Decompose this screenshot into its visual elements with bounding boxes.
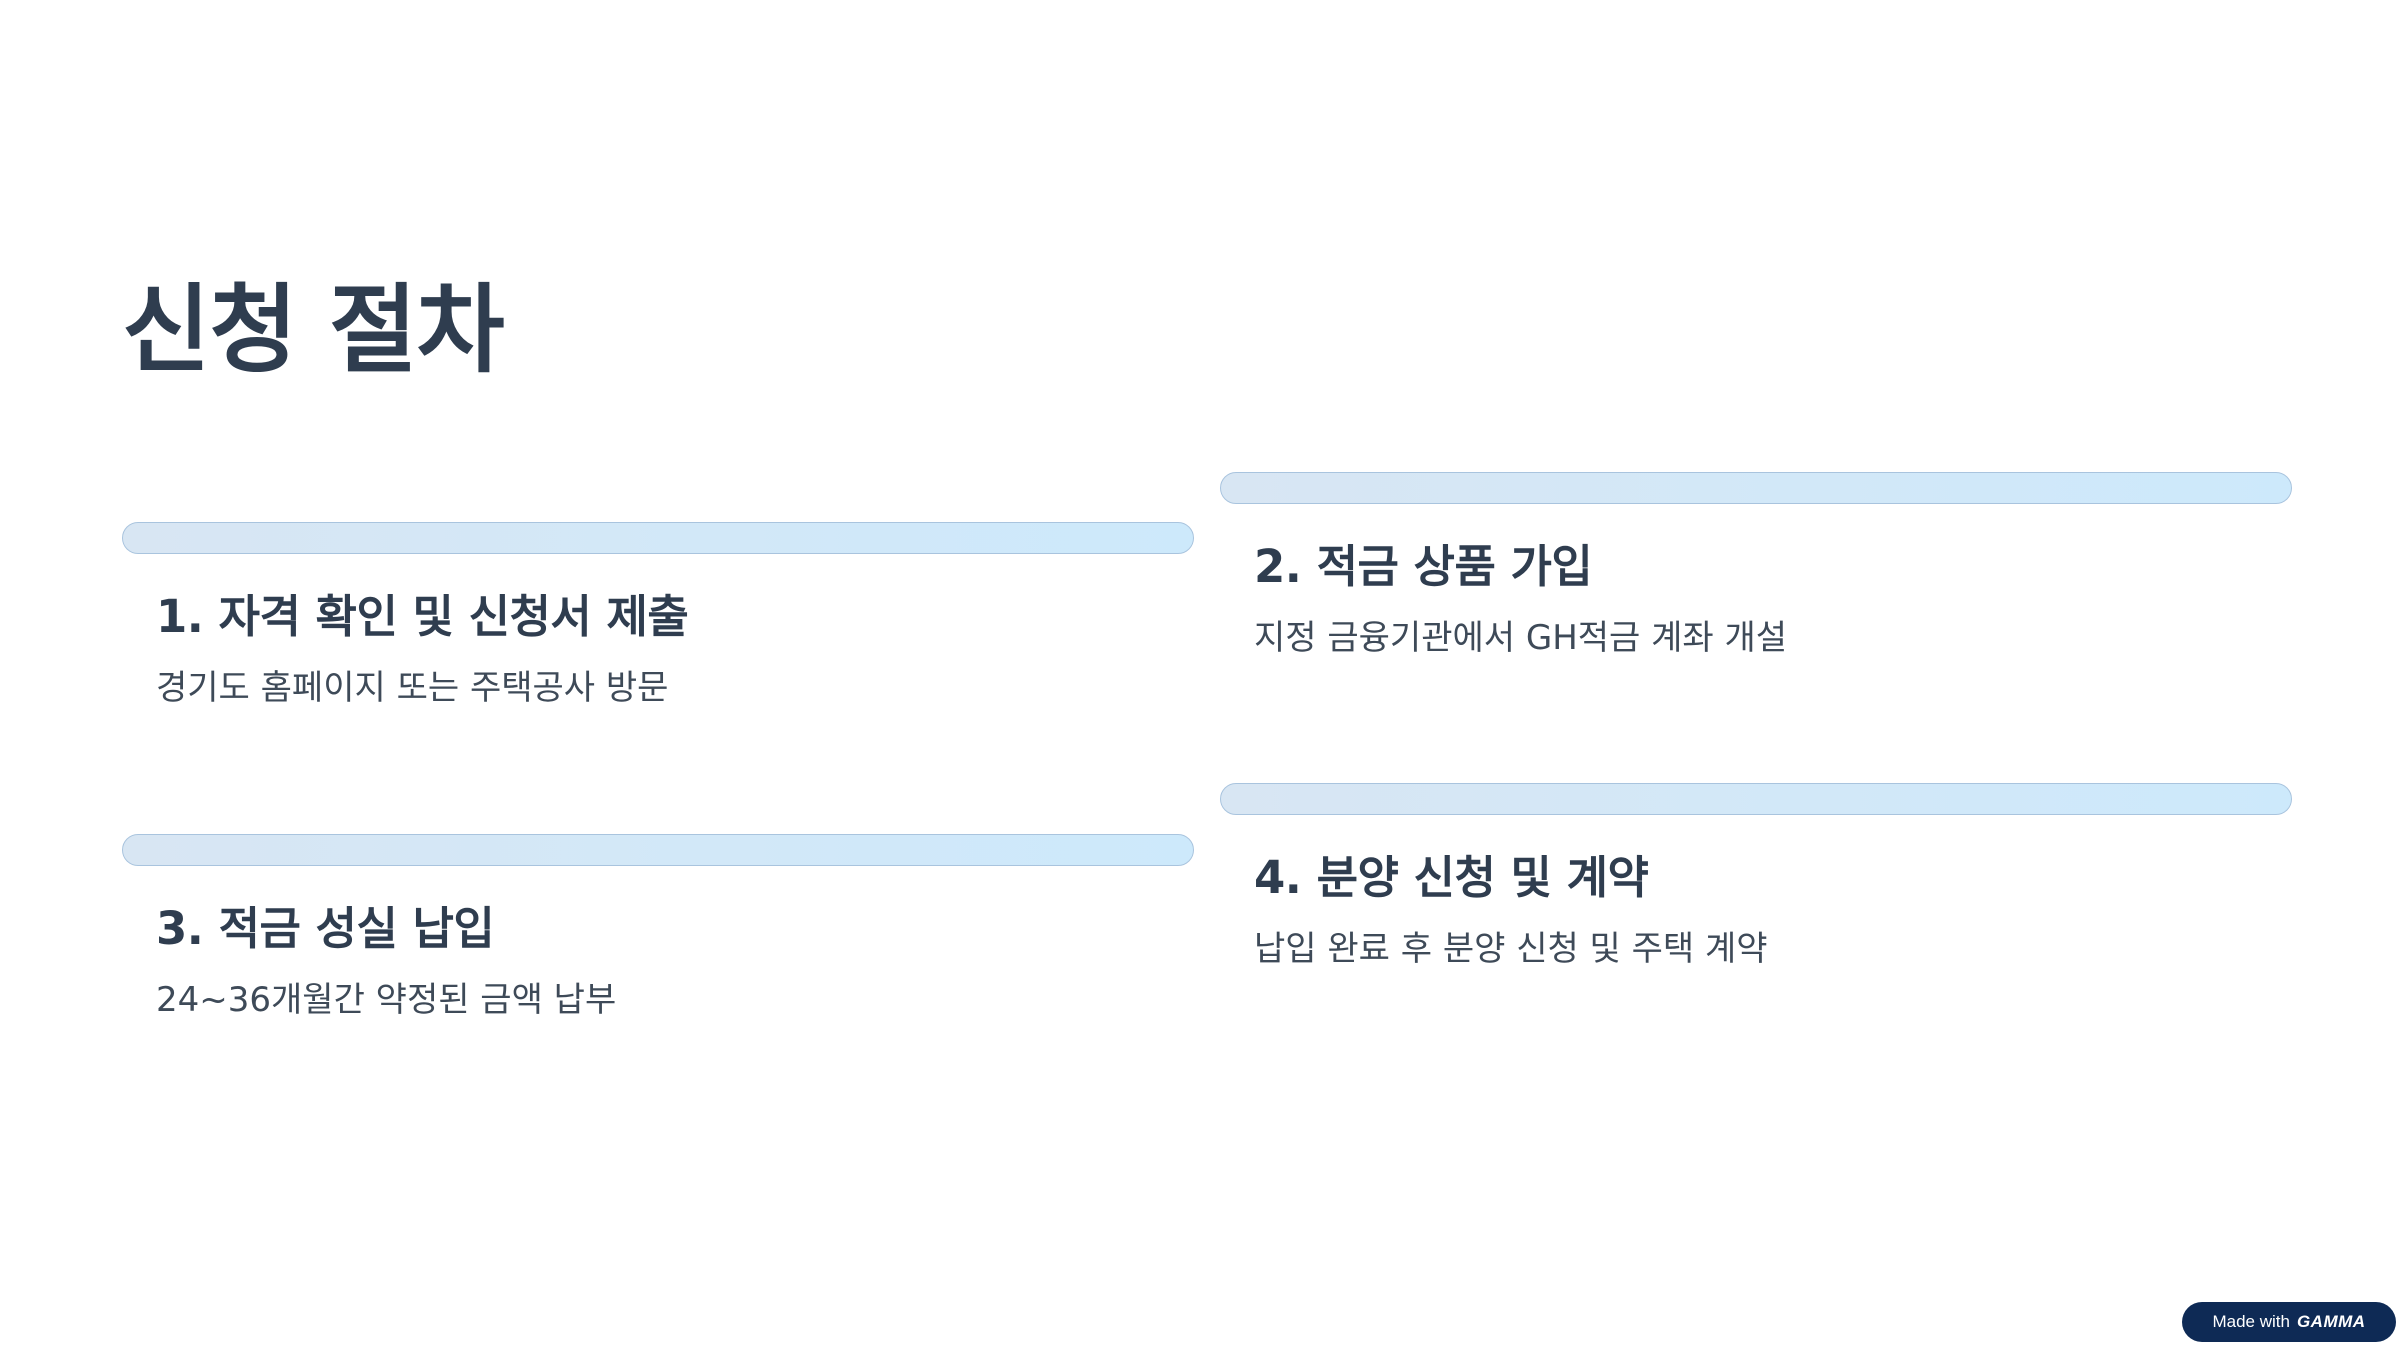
made-with-gamma-badge[interactable]: Made with GAMMA bbox=[2182, 1302, 2396, 1342]
step-card-4: 4. 분양 신청 및 계약 납입 완료 후 분양 신청 및 주택 계약 bbox=[1220, 783, 2292, 1033]
step-card-1: 1. 자격 확인 및 신청서 제출 경기도 홈페이지 또는 주택공사 방문 bbox=[122, 522, 1194, 772]
step-description: 경기도 홈페이지 또는 주택공사 방문 bbox=[156, 668, 669, 708]
step-description: 지정 금융기관에서 GH적금 계좌 개설 bbox=[1254, 618, 1788, 658]
step-card-3: 3. 적금 성실 납입 24~36개월간 약정된 금액 납부 bbox=[122, 834, 1194, 1084]
step-title: 3. 적금 성실 납입 bbox=[156, 902, 495, 955]
step-bar bbox=[122, 522, 1194, 554]
step-title: 1. 자격 확인 및 신청서 제출 bbox=[156, 590, 689, 643]
step-title: 2. 적금 상품 가입 bbox=[1254, 540, 1593, 593]
badge-prefix: Made with bbox=[2212, 1312, 2290, 1331]
step-bar bbox=[1220, 783, 2292, 815]
step-description: 납입 완료 후 분양 신청 및 주택 계약 bbox=[1254, 929, 1768, 969]
gamma-logo: GAMMA bbox=[2296, 1312, 2366, 1331]
step-description: 24~36개월간 약정된 금액 납부 bbox=[156, 980, 617, 1020]
step-bar bbox=[1220, 472, 2292, 504]
step-title: 4. 분양 신청 및 계약 bbox=[1254, 851, 1649, 904]
step-card-2: 2. 적금 상품 가입 지정 금융기관에서 GH적금 계좌 개설 bbox=[1220, 472, 2292, 722]
page-title: 신청 절차 bbox=[122, 274, 505, 386]
step-bar bbox=[122, 834, 1194, 866]
